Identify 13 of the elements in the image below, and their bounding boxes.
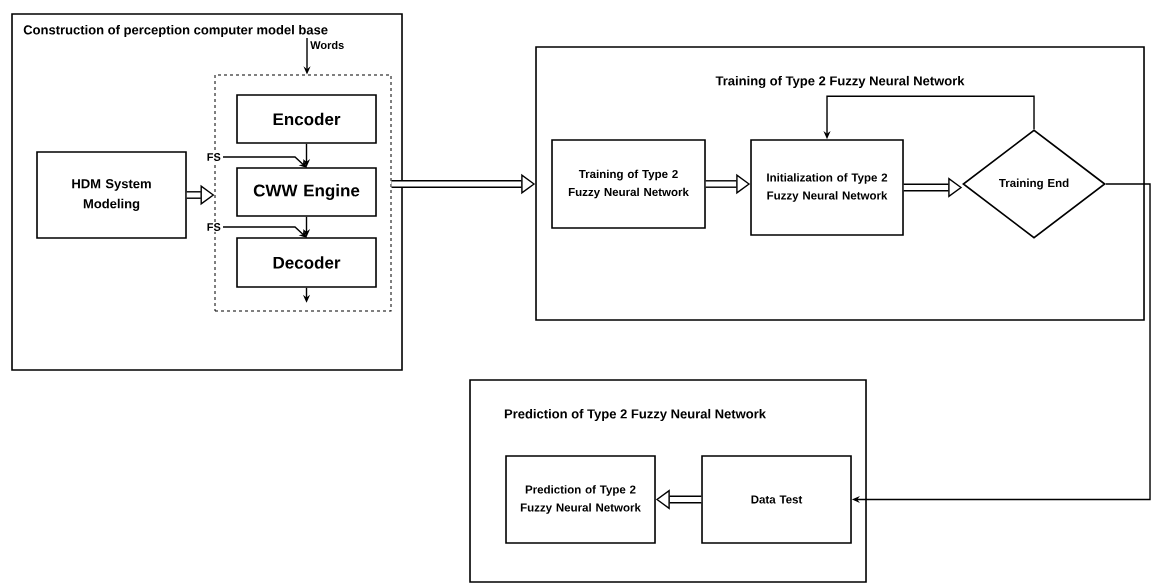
process-box: CWW Engine [236,167,377,217]
process-box: Data Test [701,455,852,544]
edge-label: Words [309,39,346,51]
edge-label: FS [205,152,222,162]
process-box: Encoder [236,94,377,144]
edge-label: FS [205,222,222,232]
process-box: Initialization of Type 2 Fuzzy Neural Network [750,139,904,236]
process-box: Decoder [236,237,377,288]
process-box: Prediction of Type 2 Fuzzy Neural Network [505,455,656,544]
arrow [222,156,307,168]
process-box: HDM System Modeling [36,151,187,239]
process-box: Training of Type 2 Fuzzy Neural Network [551,139,706,229]
arrow [222,226,307,238]
